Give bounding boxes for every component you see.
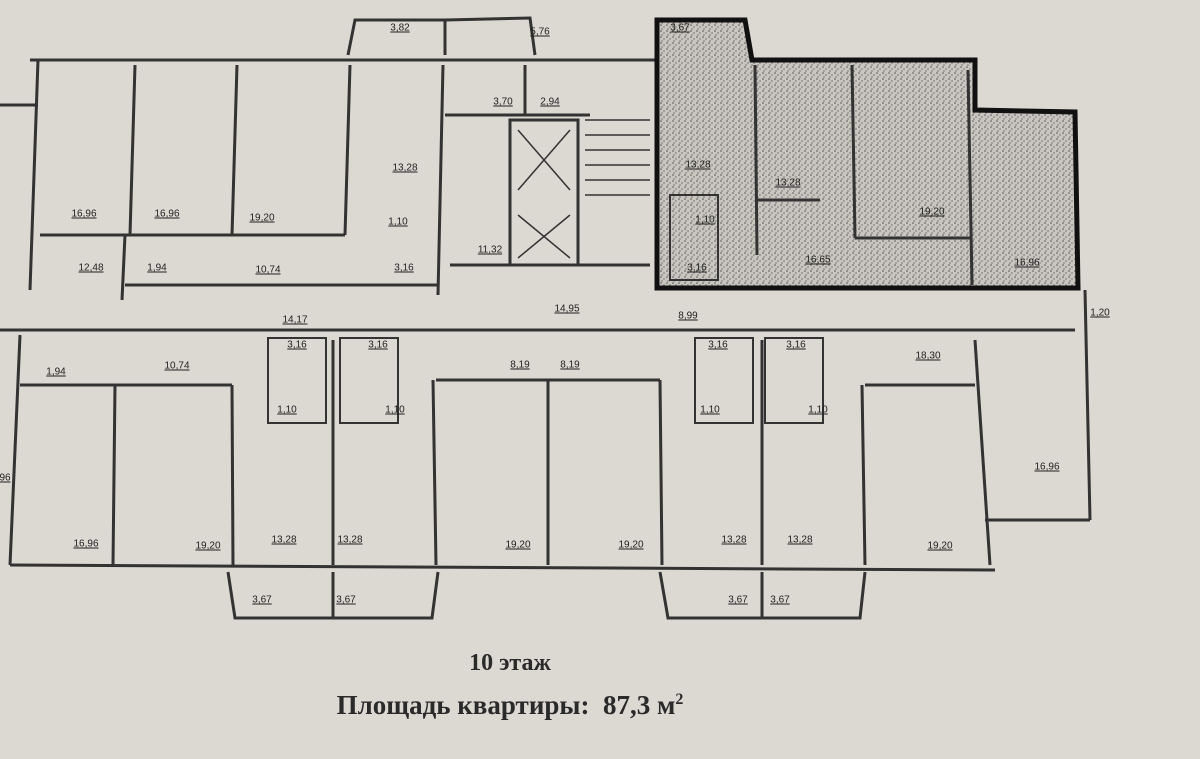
- balcony-area: 3,67: [252, 594, 272, 606]
- room-area: 10,74: [255, 264, 281, 276]
- highlighted-apartment: [654, 17, 1081, 291]
- area-unit-sup: 2: [675, 691, 684, 708]
- room-area: 16,96: [71, 208, 97, 220]
- room-area: 19,20: [195, 540, 221, 552]
- room-area: 1,10: [808, 404, 828, 416]
- room-area: 13,28: [721, 534, 747, 546]
- apartment-room-area: 1,10: [695, 214, 715, 226]
- apartment-room-area: 19,20: [919, 206, 945, 218]
- room-area: 5,76: [530, 26, 550, 38]
- room-area: 10,74: [164, 360, 190, 372]
- room-area: 8,19: [560, 359, 580, 371]
- room-area: 1,10: [700, 404, 720, 416]
- room-area: 14,17: [282, 314, 308, 326]
- room-area: 3,16: [786, 339, 806, 351]
- room-area: 19,20: [927, 540, 953, 552]
- room-area: 18,30: [915, 350, 941, 362]
- room-area: 19,20: [249, 212, 275, 224]
- room-area: 19,20: [618, 539, 644, 551]
- room-area: 3,70: [493, 96, 513, 108]
- room-area: 1,20: [1090, 307, 1110, 319]
- room-area: 16,96: [154, 208, 180, 220]
- room-area: 16,96: [73, 538, 99, 550]
- room-area: 3,16: [708, 339, 728, 351]
- room-area: 1,10: [385, 404, 405, 416]
- area-label: Площадь квартиры:: [336, 690, 590, 720]
- apartment-room-area: 16,65: [805, 254, 831, 266]
- room-area: 3,82: [390, 22, 410, 34]
- room-area: 16,96: [1034, 461, 1060, 473]
- room-area: 8,19: [510, 359, 530, 371]
- room-area: 1,10: [388, 216, 408, 228]
- room-area: 19,20: [505, 539, 531, 551]
- room-area: 3,16: [287, 339, 307, 351]
- area-value: 87,3 м: [602, 690, 676, 720]
- room-area: 8,99: [678, 310, 698, 322]
- room-area: 3,16: [368, 339, 388, 351]
- floor-title: 10 этаж: [469, 650, 551, 676]
- balcony-area: 3,67: [728, 594, 748, 606]
- room-area: 11,32: [477, 244, 503, 256]
- room-area: 3,67: [670, 22, 690, 34]
- room-area: 1,10: [277, 404, 297, 416]
- apartment-area: Площадь квартиры: 87,3 м2: [0, 690, 1020, 721]
- room-area: 2,94: [540, 96, 560, 108]
- room-area: 1,94: [46, 366, 66, 378]
- room-area: 1,94: [147, 262, 167, 274]
- room-area: 96: [0, 472, 11, 484]
- room-area: 13,28: [787, 534, 813, 546]
- apartment-room-area: 13,28: [685, 159, 711, 171]
- room-area: 13,28: [392, 162, 418, 174]
- room-area: 13,28: [271, 534, 297, 546]
- apartment-room-area: 3,16: [687, 262, 707, 274]
- balcony-area: 3,67: [336, 594, 356, 606]
- room-area: 12,48: [78, 262, 104, 274]
- floor-plan: [0, 16, 1092, 620]
- apartment-room-area: 13,28: [775, 177, 801, 189]
- apartment-room-area: 16,96: [1014, 257, 1040, 269]
- balcony-area: 3,67: [770, 594, 790, 606]
- room-area: 14,95: [554, 303, 580, 315]
- room-area: 3,16: [394, 262, 414, 274]
- room-area: 13,28: [337, 534, 363, 546]
